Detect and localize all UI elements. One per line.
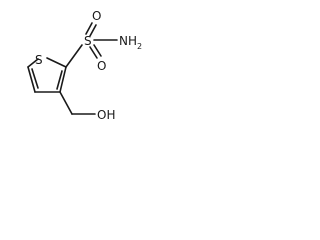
amide-h-count: 2 bbox=[137, 42, 142, 51]
bond-s-o-top-a bbox=[85, 22, 93, 35]
bond-s-o-bottom-a bbox=[89, 46, 98, 59]
structure-diagram: S S O O N H 2 OH bbox=[0, 0, 154, 132]
bond-c2-c3 bbox=[59, 66, 67, 93]
bond-s-o-bottom-b bbox=[93, 44, 102, 57]
hydroxyl-label: OH bbox=[97, 108, 115, 122]
bond-s1-c2 bbox=[46, 57, 67, 68]
bond-c4-c5 bbox=[27, 66, 36, 93]
amide-n-label: N bbox=[119, 34, 128, 48]
amide-h-label: H bbox=[128, 34, 137, 48]
oxygen-top-label: O bbox=[92, 9, 101, 23]
double-bond-c4-c5 bbox=[31, 68, 39, 89]
oxygen-bottom-label: O bbox=[97, 59, 106, 73]
bond-s-o-top-b bbox=[89, 24, 97, 37]
molecule-svg: S S O O N H 2 OH bbox=[27, 9, 142, 122]
double-bond-c2-c3 bbox=[56, 70, 63, 90]
bond-c2-sulfonyl bbox=[65, 44, 83, 68]
bond-c3-ch2 bbox=[59, 91, 73, 115]
ring-sulfur-label: S bbox=[35, 53, 43, 67]
bond-c5-s1 bbox=[27, 58, 39, 68]
sulfonyl-sulfur-label: S bbox=[84, 34, 92, 48]
